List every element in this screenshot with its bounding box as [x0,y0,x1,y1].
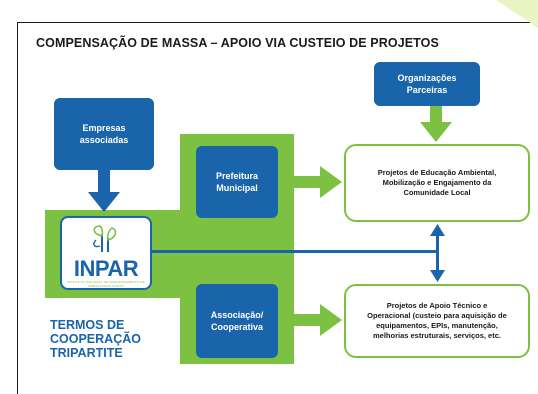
arrow-prefeitura-to-educacao [294,166,342,198]
termos-cooperacao-label: TERMOS DE COOPERAÇÃO TRIPARTITE [50,318,141,360]
node-associacao-cooperativa: Associação/ Cooperativa [196,284,278,358]
arrow-organizacoes-to-educacao [420,106,452,142]
corner-accent [496,0,538,28]
inpar-logo: INPAR INSTITUTO NACIONAL DE PROCESSAMENT… [60,216,152,290]
inpar-logo-text: INPAR [73,256,139,281]
node-projetos-apoio: Projetos de Apoio Técnico e Operacional … [344,284,530,358]
diagram-title: COMPENSAÇÃO DE MASSA – APOIO VIA CUSTEIO… [36,36,439,50]
arrow-associacao-to-apoio [294,304,342,336]
node-prefeitura-municipal: Prefeitura Municipal [196,146,278,218]
slide-frame [17,22,538,394]
inpar-leaf-icon [93,225,117,252]
inpar-logo-tagline: INSTITUTO NACIONAL DE PROCESSAMENTO DE E… [67,280,145,288]
line-inpar-connector [152,250,439,253]
node-projetos-educacao: Projetos de Educação Ambiental, Mobiliza… [344,144,530,222]
double-arrow-educacao-apoio [430,224,445,282]
node-organizacoes-parceiras: Organizações Parceiras [374,62,480,106]
arrow-empresas-to-inpar [88,170,120,212]
node-empresas-associadas: Empresas associadas [54,98,154,170]
